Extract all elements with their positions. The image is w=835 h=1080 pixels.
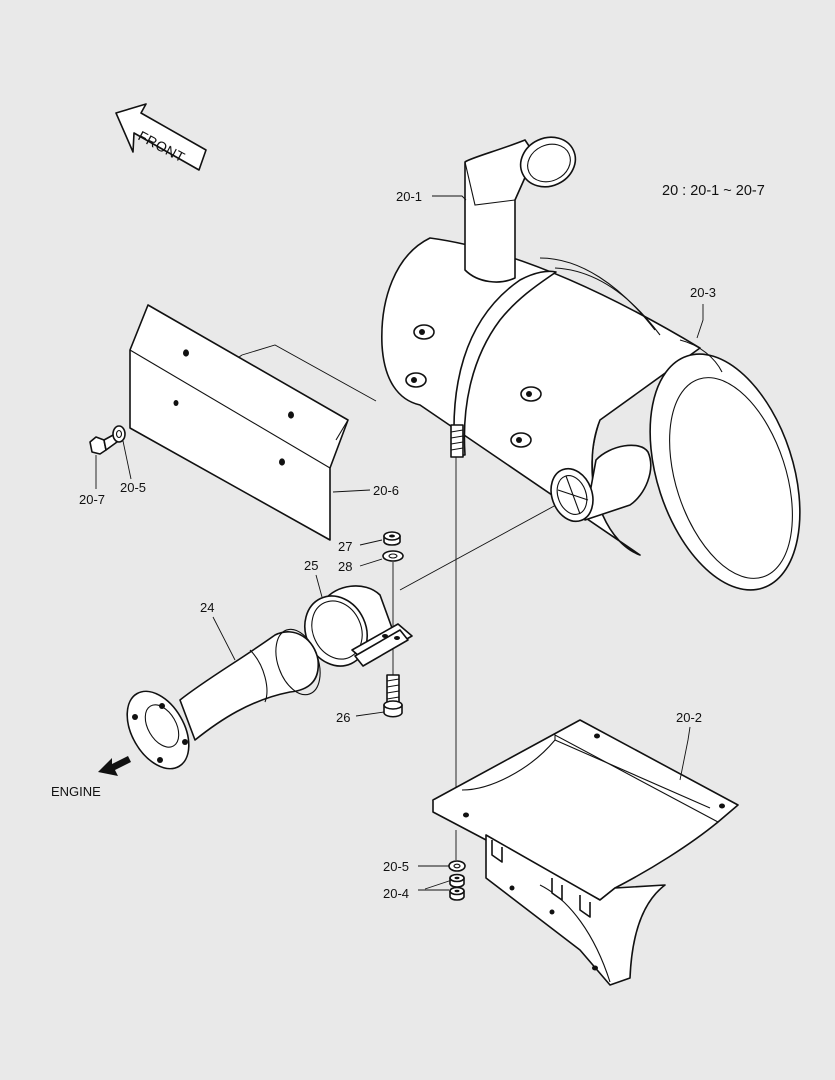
- tail-pipe: [464, 136, 577, 283]
- callout-20-4: 20-4: [383, 886, 409, 901]
- callout-28: 28: [338, 559, 352, 574]
- callout-24: 24: [200, 600, 214, 615]
- callout-25: 25: [304, 558, 318, 573]
- callout-20-5-upper: 20-5: [120, 480, 146, 495]
- callout-27: 27: [338, 539, 352, 554]
- nuts-20-4: [449, 873, 465, 901]
- washer-20-5-lower: [448, 860, 466, 872]
- callout-20-3: 20-3: [690, 285, 716, 300]
- callout-20-2: 20-2: [676, 710, 702, 725]
- nut-27: [383, 531, 401, 546]
- front-direction-arrow: FRONT: [115, 103, 207, 171]
- assembly-note: 20 : 20-1 ~ 20-7: [662, 183, 765, 199]
- washer-28: [382, 550, 404, 562]
- callout-20-6: 20-6: [373, 483, 399, 498]
- bolt-26: [383, 674, 403, 718]
- support-bracket: [432, 719, 739, 986]
- callout-20-7: 20-7: [79, 492, 105, 507]
- muffler-body: [381, 237, 801, 591]
- callout-20-1: 20-1: [396, 189, 422, 204]
- callout-20-5-lower: 20-5: [383, 859, 409, 874]
- engine-label: ENGINE: [51, 784, 101, 799]
- exhaust-pipe-24: [126, 628, 321, 770]
- engine-direction-arrow: ENGINE: [51, 756, 131, 799]
- callout-26: 26: [336, 710, 350, 725]
- assembly-guide-lines: [174, 344, 557, 860]
- pipe-clamp: [304, 585, 413, 667]
- callout-leaders: [95, 195, 704, 891]
- heat-shield: [129, 304, 349, 541]
- washer-20-5-upper: [112, 425, 126, 443]
